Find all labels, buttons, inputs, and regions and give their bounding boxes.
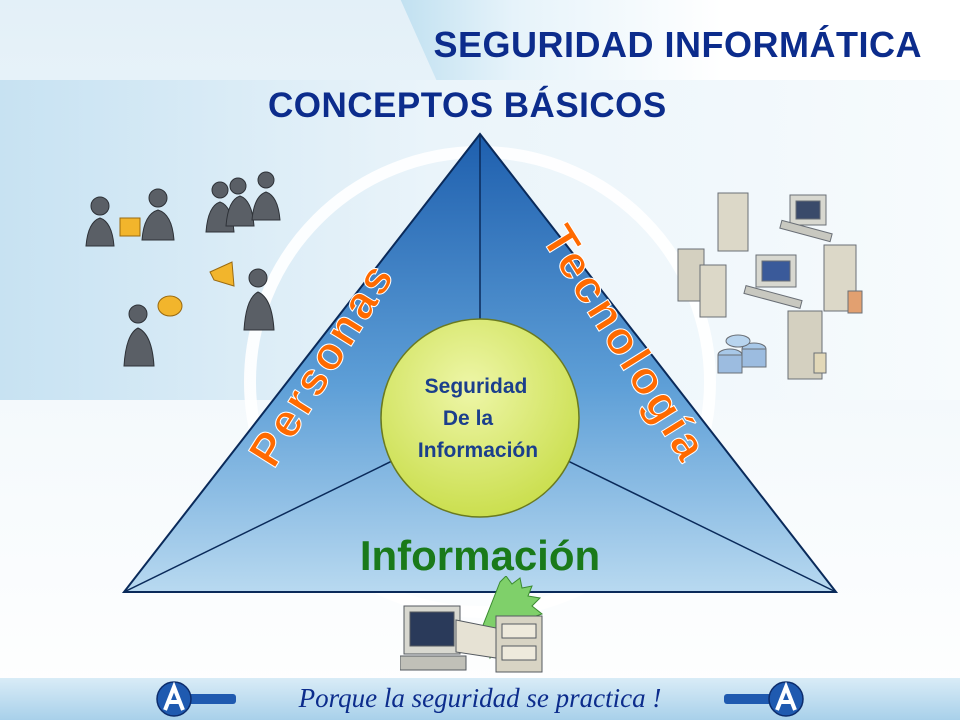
- logo-icon: [724, 681, 804, 717]
- bottom-label: Información: [360, 532, 600, 579]
- slide-subtitle: CONCEPTOS BÁSICOS: [268, 86, 667, 125]
- center-circle: [380, 318, 580, 518]
- footer-bar: Porque la seguridad se practica !: [0, 678, 960, 720]
- center-line-3: Información: [418, 439, 538, 462]
- logo-icon: [156, 681, 236, 717]
- computer-equipment-icon: [677, 192, 863, 380]
- center-line-2: De la: [443, 407, 494, 430]
- slide-title: SEGURIDAD INFORMÁTICA: [433, 24, 922, 65]
- center-line-1: Seguridad: [425, 375, 528, 398]
- file-server-icon: [400, 576, 544, 673]
- footer-slogan: Porque la seguridad se practica !: [298, 683, 662, 713]
- people-icon: [85, 171, 281, 367]
- title-tab: [400, 0, 960, 80]
